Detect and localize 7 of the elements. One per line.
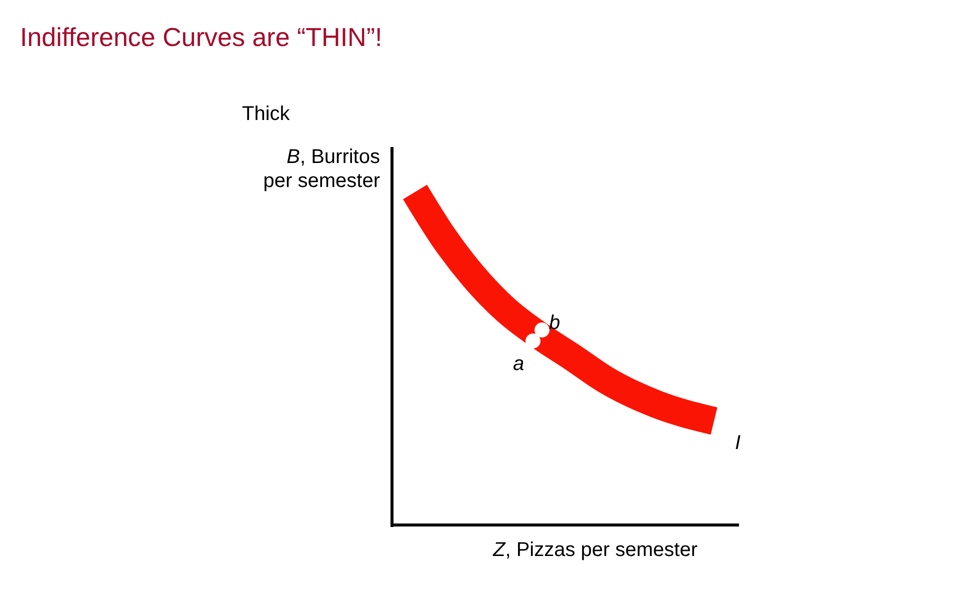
- title: Indifference Curves are “THIN”!: [20, 22, 382, 54]
- point-label: b: [549, 311, 560, 335]
- axis-label: B, Burritos per semester: [262, 145, 380, 193]
- point-label: a: [513, 352, 524, 376]
- curve-label: I: [735, 431, 741, 455]
- axis-label: Z, Pizzas per semester: [493, 538, 698, 562]
- chart-note: Thick: [242, 102, 290, 126]
